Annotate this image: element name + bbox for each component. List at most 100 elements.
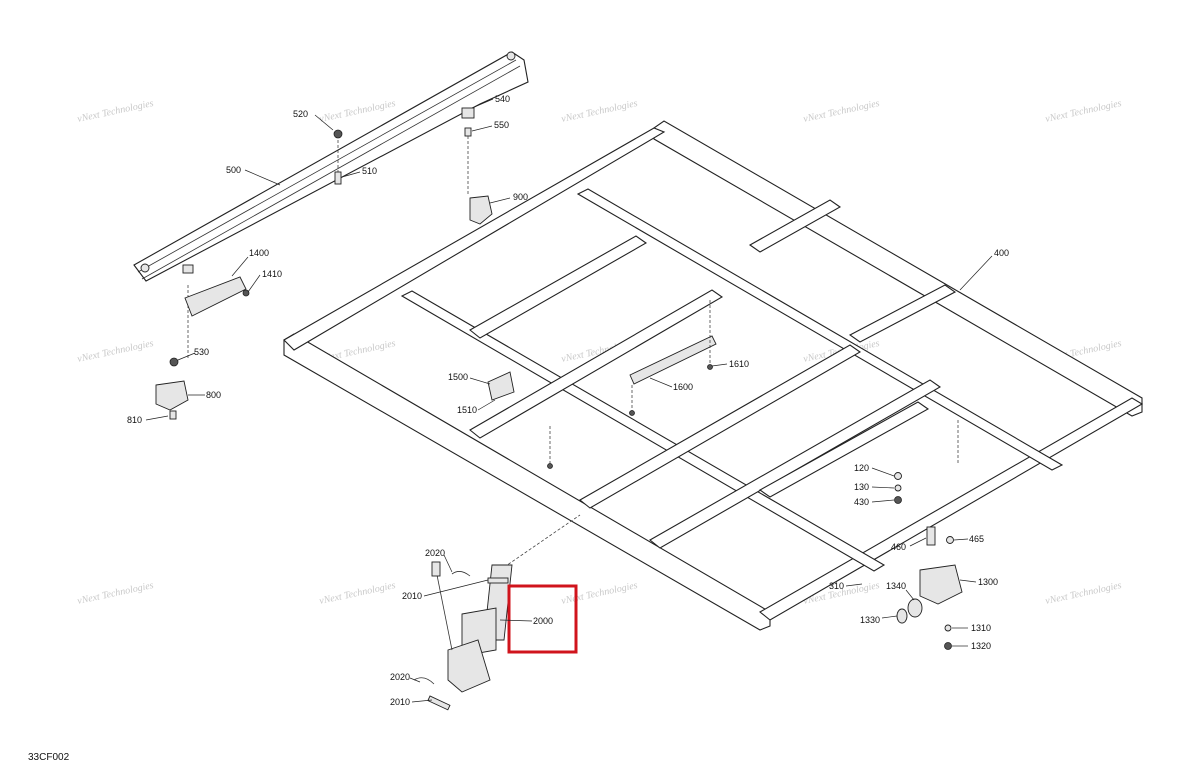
bushing-1340 — [907, 598, 923, 618]
leader-line — [409, 677, 421, 683]
watermark: vNext Technologies — [560, 98, 638, 125]
screw-120 — [894, 472, 902, 480]
callout-460: 460 — [891, 542, 906, 552]
bolt-1410 — [242, 289, 250, 297]
clip-2020 — [451, 571, 471, 577]
rail-bolt — [140, 263, 150, 273]
callout-500: 500 — [226, 165, 241, 175]
washer-1310 — [944, 624, 952, 632]
callout-1510: 1510 — [457, 405, 477, 415]
watermark: vNext Technologies — [560, 580, 638, 607]
leader-line — [423, 579, 489, 597]
callout-1500: 1500 — [448, 372, 468, 382]
callout-465: 465 — [969, 534, 984, 544]
leader-line — [649, 377, 673, 388]
callout-530: 530 — [194, 347, 209, 357]
callout-120: 120 — [854, 463, 869, 473]
diagram-code: 33CF002 — [28, 752, 70, 763]
leader-line — [905, 589, 915, 601]
actuator-gearbox — [447, 639, 491, 693]
bracket-900 — [469, 195, 493, 225]
watermark: vNext Technologies — [76, 338, 154, 365]
leader-line — [145, 415, 169, 421]
leader-line — [341, 171, 361, 178]
rail-edge — [137, 59, 517, 273]
bolt-810 — [169, 410, 177, 420]
leader-line — [871, 467, 895, 477]
leader-line — [443, 554, 453, 573]
callout-2000: 2000 — [533, 616, 553, 626]
mount-1300 — [919, 564, 963, 605]
leader-line — [489, 197, 511, 204]
bushing-540 — [461, 107, 475, 119]
callout-1300: 1300 — [978, 577, 998, 587]
cross-member — [748, 199, 842, 253]
highlight-box — [507, 584, 578, 654]
leader-line — [953, 538, 969, 541]
leader-line — [881, 615, 898, 619]
washer-1330 — [896, 608, 908, 624]
callout-400: 400 — [994, 248, 1009, 258]
cross-member — [400, 290, 886, 572]
callout-540: 540 — [495, 94, 510, 104]
leader-line — [469, 377, 491, 385]
leader-line — [909, 537, 927, 547]
cable-connector — [431, 561, 441, 577]
callout-550: 550 — [494, 120, 509, 130]
cross-member — [649, 379, 942, 549]
callout-510: 510 — [362, 166, 377, 176]
leader-line — [314, 114, 334, 131]
bar-1600 — [629, 335, 717, 385]
leader-line — [411, 699, 433, 703]
clip-2020 — [413, 677, 435, 685]
leader-lines — [145, 98, 993, 703]
watermark: vNext Technologies — [318, 580, 396, 607]
callout-2010: 2010 — [390, 697, 410, 707]
callout-2020: 2020 — [390, 672, 410, 682]
leader-line — [244, 169, 281, 186]
bolt-465 — [946, 536, 954, 544]
callout-810: 810 — [127, 415, 142, 425]
watermark: vNext Technologies — [76, 98, 154, 125]
cross-member — [469, 289, 724, 439]
fastener — [547, 463, 553, 469]
callout-520: 520 — [293, 109, 308, 119]
nut-520 — [333, 129, 343, 139]
callout-1400: 1400 — [249, 248, 269, 258]
fastener — [629, 410, 635, 416]
watermark: vNext Technologies — [802, 98, 880, 125]
callout-430: 430 — [854, 497, 869, 507]
cross-member — [758, 401, 930, 498]
actuator-assembly — [413, 514, 581, 711]
callout-310: 310 — [829, 581, 844, 591]
watermark: vNext Technologies — [1044, 98, 1122, 125]
callout-800: 800 — [206, 390, 221, 400]
leader-line — [177, 352, 196, 361]
leader-line — [871, 499, 895, 503]
rail-spacer — [182, 264, 194, 274]
cross-member — [576, 188, 1064, 471]
cross-member — [579, 344, 862, 509]
pin-460 — [926, 526, 936, 546]
cross-member — [848, 284, 957, 343]
leader-line — [871, 486, 895, 489]
callout-1600: 1600 — [673, 382, 693, 392]
callout-2010: 2010 — [402, 591, 422, 601]
callout-1610: 1610 — [729, 359, 749, 369]
callout-130: 130 — [854, 482, 869, 492]
leader-line — [231, 256, 249, 277]
cross-member — [469, 235, 648, 339]
right-rail — [653, 120, 1143, 417]
leader-line — [247, 274, 261, 293]
washer-550 — [464, 127, 472, 137]
dashed-guide — [499, 514, 581, 571]
leader-line — [959, 255, 993, 291]
rail-hardware — [155, 107, 493, 420]
watermark: vNext Technologies — [318, 98, 396, 125]
callout-labels: 500 510 520 540 550 900 1400 1410 530 80… — [127, 94, 1009, 707]
callout-1410: 1410 — [262, 269, 282, 279]
washer-130 — [894, 484, 902, 492]
rear-rail — [759, 397, 1144, 621]
